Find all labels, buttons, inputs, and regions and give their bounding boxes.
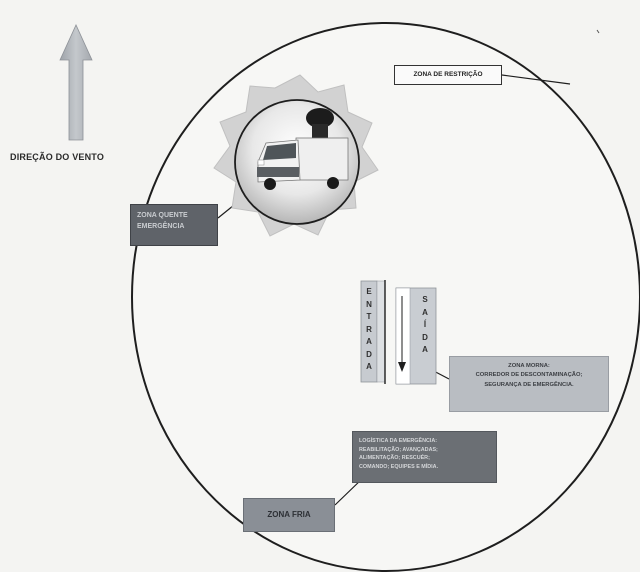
cold-zone-text: ZONA FRIA xyxy=(267,509,311,519)
entry-letter: A xyxy=(366,337,372,346)
cold-zone-label: ZONA FRIA xyxy=(243,498,335,532)
restriction-zone-boundary xyxy=(131,22,640,572)
exit-letter: A xyxy=(422,345,428,354)
cold-zone-detail-line: LOGÍSTICA DA EMERGÊNCIA: xyxy=(359,438,438,444)
hot-zone-label: ZONA QUENTE EMERGÊNCIA xyxy=(130,204,218,246)
cold-zone-logistics-box: LOGÍSTICA DA EMERGÊNCIA: REABILITAÇÃO; A… xyxy=(352,431,497,483)
cold-zone-detail-line: ALIMENTAÇÃO; RESCUÉR; xyxy=(359,455,430,462)
entry-letter: T xyxy=(366,312,372,321)
scan-mark xyxy=(596,29,600,34)
exit-letter: Í xyxy=(423,320,427,329)
cold-zone-detail-line: COMANDO; EQUIPES E MÍDIA. xyxy=(359,463,439,470)
entry-letter: A xyxy=(366,362,372,371)
entry-label-vertical: E N T R A D A xyxy=(363,286,375,374)
warm-zone-line: ZONA MORNA: xyxy=(508,363,550,369)
entry-letter: R xyxy=(366,324,372,334)
warm-zone-line: SEGURANÇA DE EMERGÊNCIA. xyxy=(484,381,574,388)
exit-letter: D xyxy=(422,332,428,342)
corridor-divider xyxy=(376,280,386,383)
wind-direction-label: DIREÇÃO DO VENTO xyxy=(10,152,105,162)
exit-path xyxy=(395,287,411,385)
exit-letter: S xyxy=(422,295,428,304)
up-arrow-icon xyxy=(59,24,93,141)
exit-label-vertical: S A Í D A xyxy=(419,294,431,357)
entry-letter: E xyxy=(366,287,372,296)
entry-letter: D xyxy=(366,349,372,359)
van-icon xyxy=(257,108,349,190)
restriction-connector-line xyxy=(501,74,571,85)
restriction-zone-text: ZONA DE RESTRIÇÃO xyxy=(413,70,483,78)
warm-zone-label: ZONA MORNA: CORREDOR DE DESCONTAMINAÇÃO;… xyxy=(449,356,609,412)
cold-zone-detail-line: REABILITAÇÃO; AVANÇADAS; xyxy=(359,446,438,453)
hot-zone-line: ZONA QUENTE xyxy=(137,212,188,219)
exit-letter: A xyxy=(422,307,428,317)
down-arrow-icon xyxy=(398,362,406,372)
restriction-zone-label: ZONA DE RESTRIÇÃO xyxy=(394,65,502,85)
warm-zone-line: CORREDOR DE DESCONTAMINAÇÃO; xyxy=(475,372,583,379)
entry-letter: N xyxy=(366,299,372,309)
hot-zone-line: EMERGÊNCIA xyxy=(137,223,185,231)
